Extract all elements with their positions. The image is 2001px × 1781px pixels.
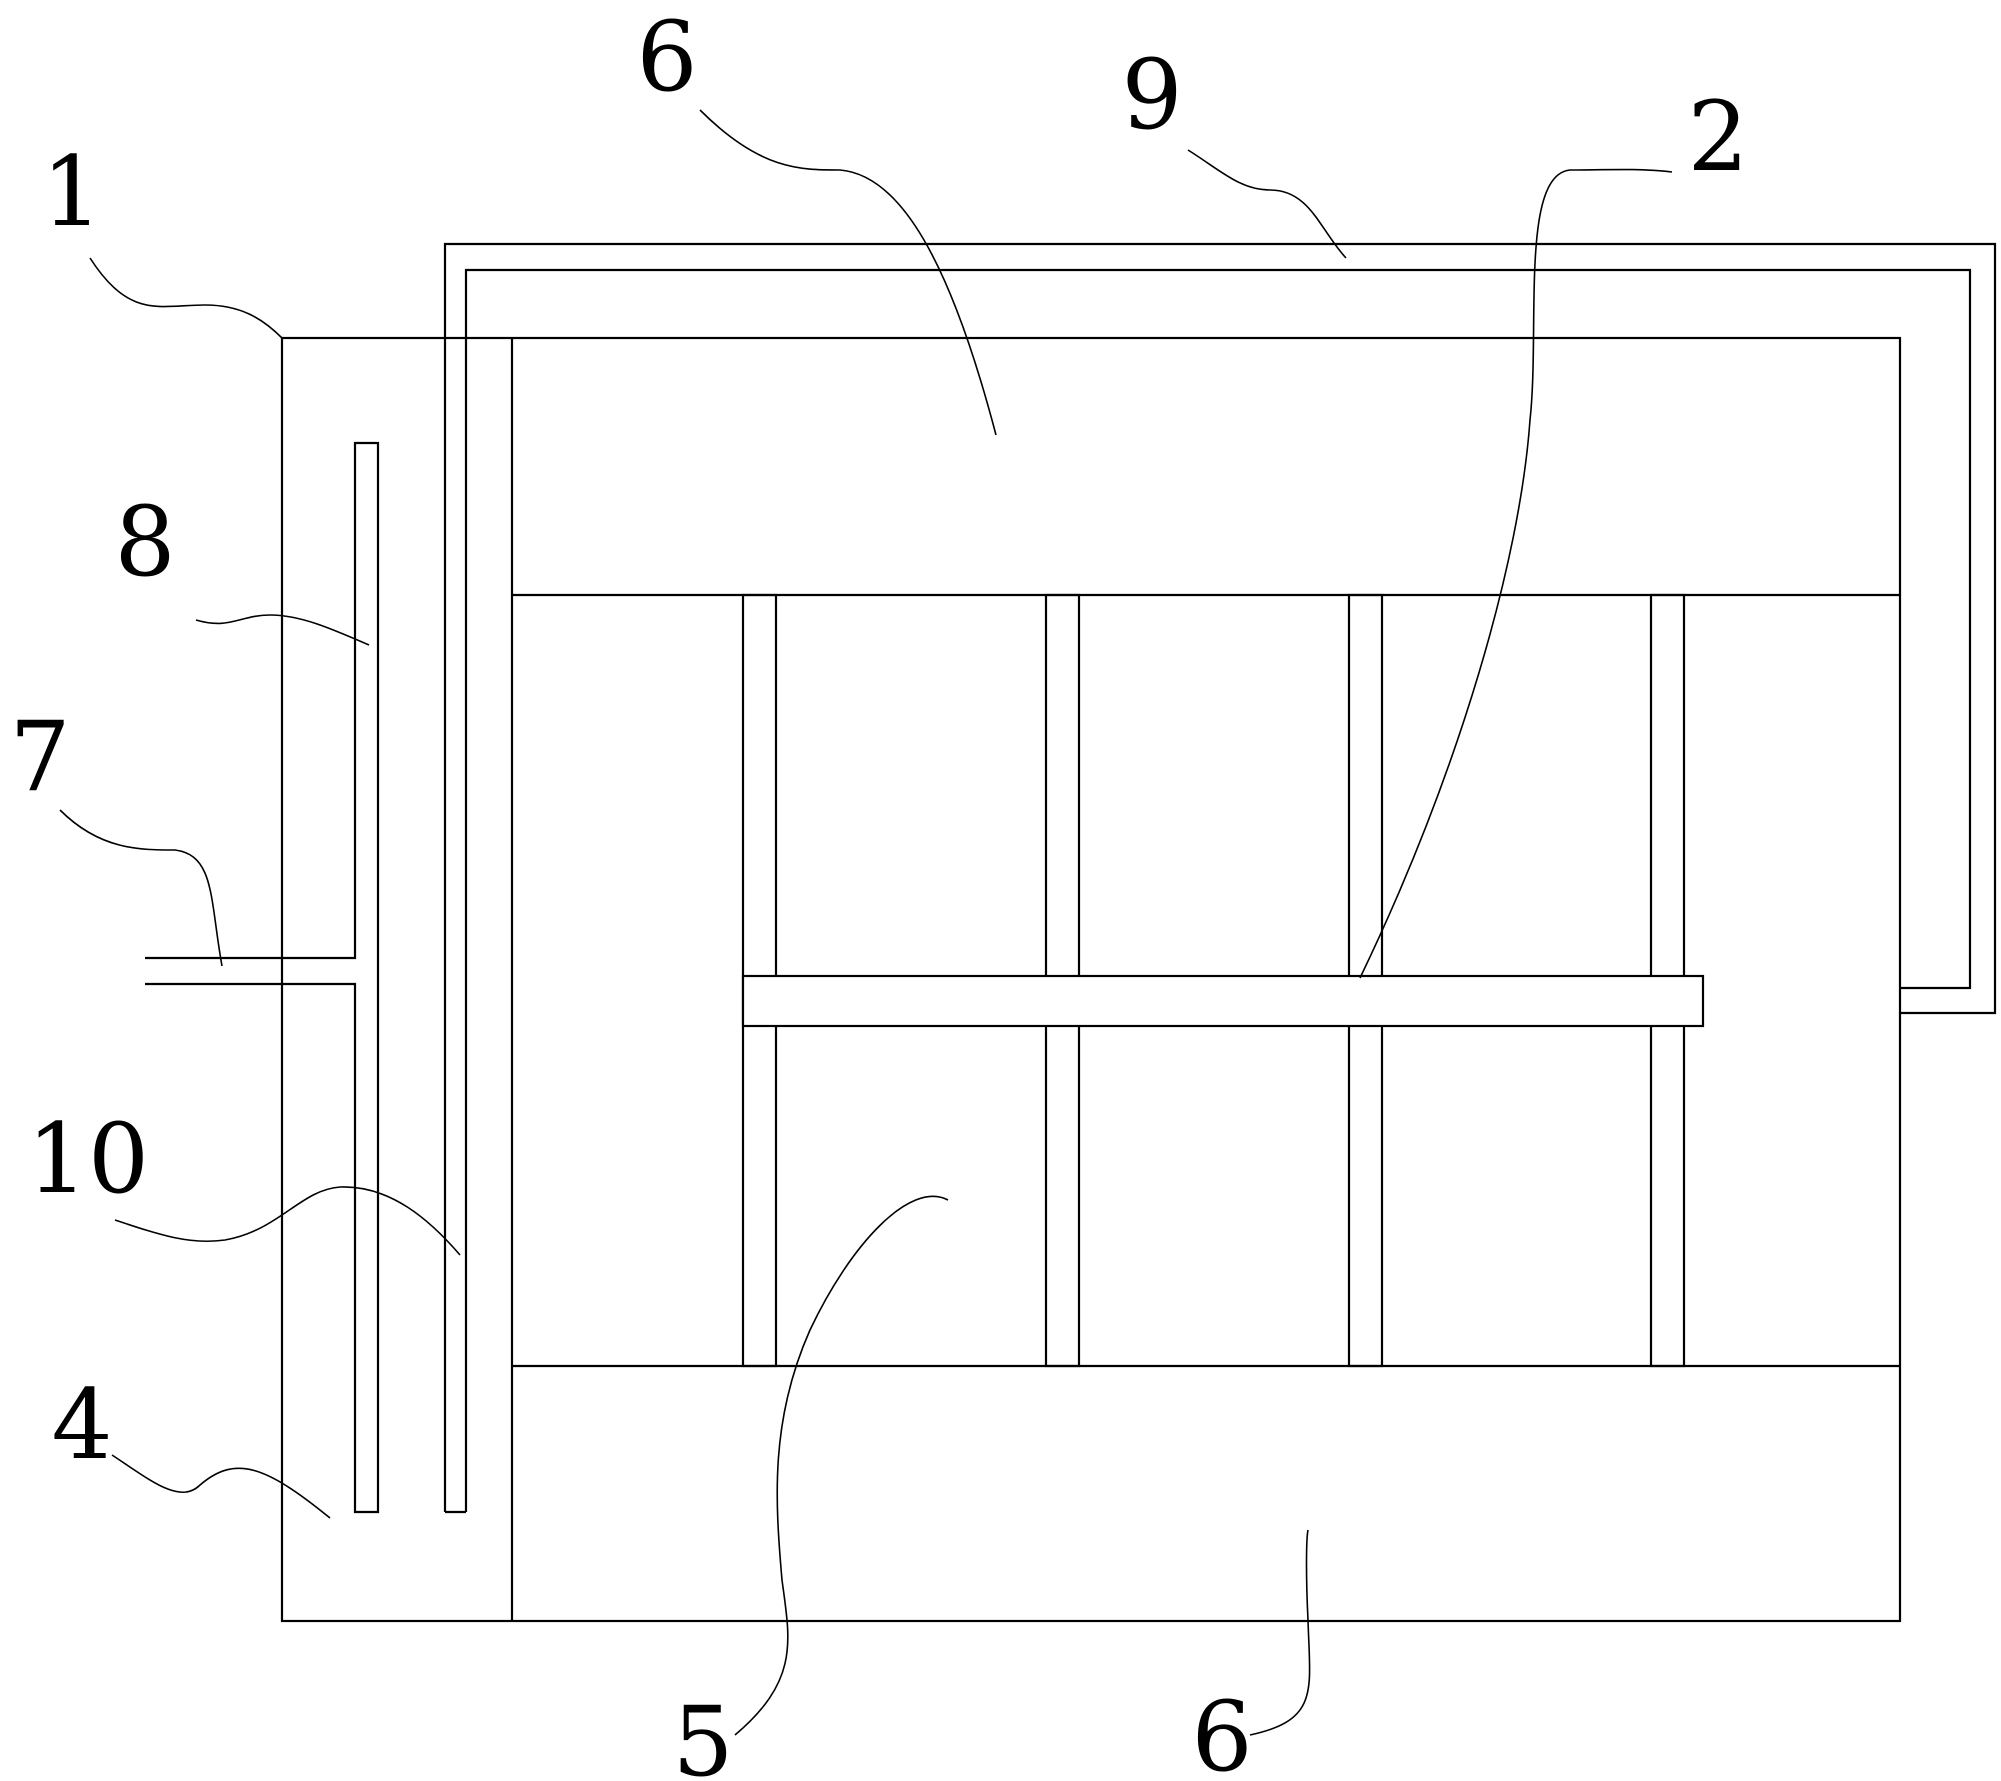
label-7: 7 bbox=[9, 701, 70, 813]
label-4: 4 bbox=[51, 1369, 112, 1481]
bent-pipe-outer-edge bbox=[443, 242, 1997, 1512]
leader-lines bbox=[59, 109, 1673, 1736]
housing bbox=[280, 336, 1902, 1623]
horizontal-bar bbox=[741, 974, 1705, 1028]
leader-5 bbox=[734, 1195, 949, 1736]
bent-pipe-inner-edge bbox=[464, 268, 1972, 1512]
reference-labels: 1 2 4 5 6 6 7 8 9 10 bbox=[9, 1, 1748, 1781]
leader-4 bbox=[111, 1454, 331, 1519]
leader-6-bottom bbox=[1249, 1529, 1311, 1736]
label-6-bottom: 6 bbox=[1191, 1681, 1252, 1781]
leader-8 bbox=[195, 614, 370, 646]
label-10: 10 bbox=[27, 1103, 149, 1215]
leader-1 bbox=[89, 257, 283, 339]
label-9: 9 bbox=[1121, 39, 1182, 151]
leader-9 bbox=[1187, 149, 1347, 259]
label-1: 1 bbox=[41, 136, 102, 248]
label-6-top: 6 bbox=[636, 1, 697, 113]
leader-7 bbox=[59, 809, 223, 967]
inlet-assembly bbox=[145, 242, 1997, 1514]
inner-tube bbox=[145, 441, 380, 1514]
label-2: 2 bbox=[1687, 81, 1748, 193]
leader-2 bbox=[1359, 168, 1673, 979]
label-8: 8 bbox=[114, 486, 175, 598]
label-5: 5 bbox=[672, 1686, 733, 1781]
leader-10 bbox=[114, 1186, 461, 1256]
leader-6-top bbox=[699, 109, 997, 436]
housing-outline bbox=[280, 336, 1902, 1623]
